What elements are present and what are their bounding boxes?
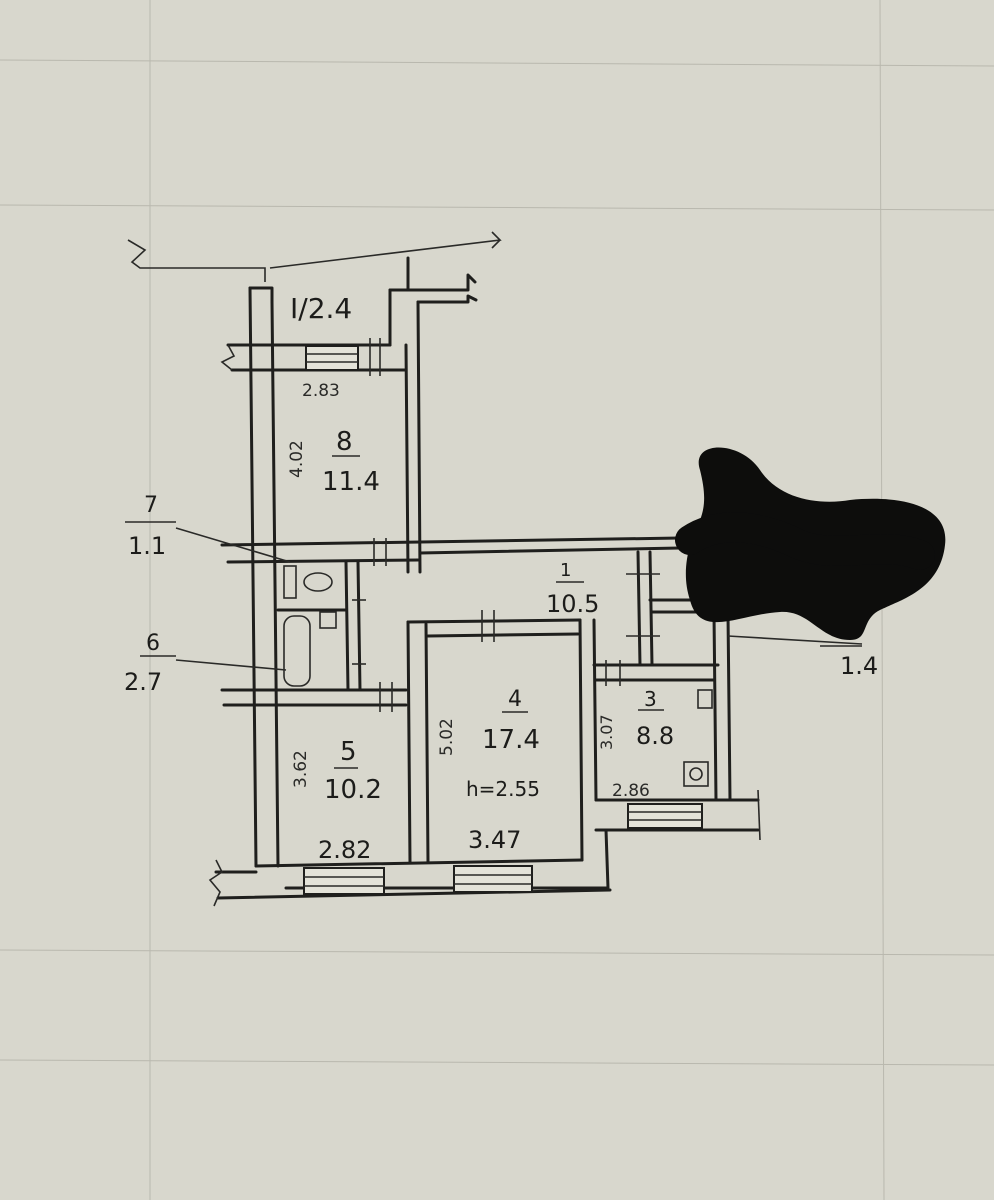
room-4-width: 3.47 <box>468 826 521 854</box>
room-4-side: 5.02 <box>437 718 457 756</box>
room-5-number: 5 <box>340 737 357 767</box>
wc-bowl <box>303 572 333 592</box>
room-5-area: 10.2 <box>324 775 382 805</box>
stair-label: I/2.4 <box>290 292 352 325</box>
bathtub <box>283 615 311 687</box>
room-8-area: 11.4 <box>322 467 380 497</box>
leader-lines <box>125 455 863 769</box>
room-4-height: h=2.55 <box>466 777 540 801</box>
callout-7-area: 1.1 <box>128 532 166 560</box>
room-3-width: 2.86 <box>612 781 650 801</box>
room-8-number: 8 <box>336 427 353 457</box>
sink <box>319 611 337 629</box>
callout-balcony-area: 1.4 <box>840 652 878 680</box>
room-4-area: 17.4 <box>482 725 540 755</box>
room-8-side: 4.02 <box>287 440 307 478</box>
room-4-number: 4 <box>508 687 522 712</box>
room-3-side: 3.07 <box>597 714 616 750</box>
redaction-blot <box>675 447 946 640</box>
kitchen-fixture <box>697 689 713 709</box>
room-1-area: 10.5 <box>546 590 599 618</box>
callout-7-number: 7 <box>144 493 158 518</box>
callout-6-number: 6 <box>146 631 160 656</box>
room-5-side: 3.62 <box>291 750 311 788</box>
top-dimension: 2.83 <box>302 381 340 401</box>
plan-labels: I/2.4 2.83 8 11.4 4.02 1 10.5 4 17.4 5.0… <box>124 292 878 864</box>
fixtures <box>283 565 713 787</box>
callout-6-area: 2.7 <box>124 668 162 696</box>
room-3-area: 8.8 <box>636 722 674 750</box>
wc-tank <box>283 565 297 599</box>
room-3-number: 3 <box>644 687 657 711</box>
door-marks <box>352 338 660 712</box>
room-5-width: 2.82 <box>318 836 371 864</box>
room-1-number: 1 <box>560 560 571 581</box>
windows <box>303 345 703 895</box>
top-break-lines <box>127 231 502 282</box>
stove <box>683 761 709 787</box>
